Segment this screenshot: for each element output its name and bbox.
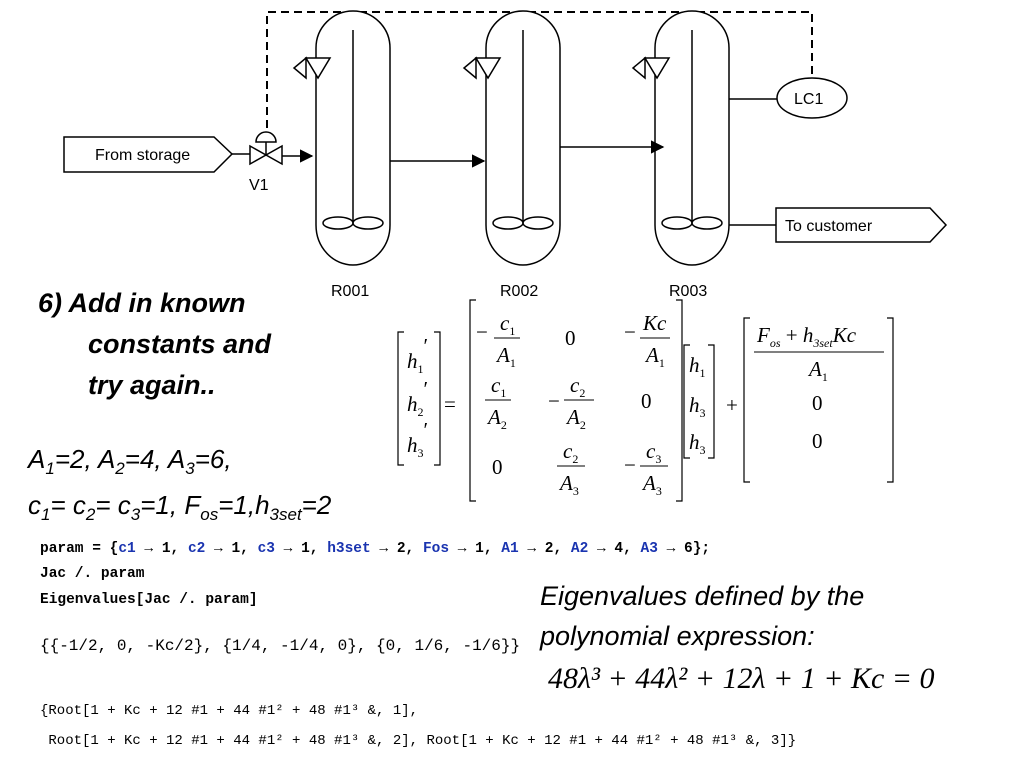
svg-text:c2: c2 (570, 373, 585, 400)
svg-text:Kc: Kc (642, 311, 667, 335)
step-line-1: 6) Add in known (38, 288, 246, 318)
state-left-bracket (683, 344, 690, 459)
lhs-h3-prime: h3′ (407, 418, 428, 460)
lhs-left-bracket (397, 331, 404, 466)
svg-text:0: 0 (812, 429, 823, 453)
root-output-line-2: Root[1 + Kc + 12 #1 + 44 #1² + 48 #1³ &,… (40, 733, 797, 749)
state-right-bracket (708, 344, 715, 459)
svg-text:c2: c2 (563, 439, 578, 466)
area-constants: A1=2, A2=4, A3=6, (28, 444, 232, 479)
code-line-param: param = {c1 → 1, c2 → 1, c3 → 1, h3set →… (40, 541, 711, 557)
reactor-r001 (292, 10, 391, 266)
reactor-r003 (631, 10, 730, 266)
svg-text:A2: A2 (486, 405, 507, 432)
level-controller-lc1 (776, 77, 848, 119)
jacobian-left-bracket (469, 299, 476, 502)
control-signal-line (266, 11, 813, 128)
step-line-3: try again.. (88, 370, 216, 400)
svg-text:A2: A2 (565, 405, 586, 432)
from-storage-tag (63, 136, 234, 173)
reactor-r002 (462, 10, 561, 266)
lhs-right-bracket (434, 331, 441, 466)
process-flow-diagram: From storage V1 R001 R002 R003 (63, 10, 948, 300)
step-instruction: 6) Add in known constants and try again.… (38, 283, 271, 406)
constants-block: A1=2, A2=4, A3=6, c1= c2= c3=1, Fos=1,h3… (28, 441, 331, 533)
svg-text:A1: A1 (807, 357, 828, 384)
svg-text:A1: A1 (495, 343, 516, 370)
valve-v1-icon (249, 131, 283, 166)
state-space-equation: h1′ h2′ h3′ = − c1 A1 0 − Kc A1 c1 A2 − … (397, 299, 894, 502)
characteristic-polynomial: 48λ³ + 44λ² + 12λ + 1 + Kc = 0 (548, 662, 935, 695)
svg-text:A3: A3 (558, 471, 579, 498)
param-c1-name: c1 (118, 541, 136, 557)
svg-text:0: 0 (641, 389, 652, 413)
svg-text:A1: A1 (644, 343, 665, 370)
reactor-label-r002: R002 (500, 283, 538, 300)
code-line-jac: Jac /. param (40, 566, 145, 582)
step-line-2: constants and (88, 329, 272, 359)
svg-text:0: 0 (492, 455, 503, 479)
svg-text:h3: h3 (689, 430, 706, 457)
eigen-line-2: polynomial expression: (540, 621, 815, 651)
forcing-right-bracket (887, 317, 894, 483)
svg-text:h1: h1 (689, 353, 706, 380)
svg-text:c1: c1 (500, 311, 515, 338)
flow-constants: c1= c2= c3=1, Fos=1,h3set=2 (28, 490, 332, 525)
svg-text:A3: A3 (641, 471, 662, 498)
svg-text:0: 0 (812, 391, 823, 415)
svg-text:h3: h3 (689, 393, 706, 420)
svg-text:−: − (624, 320, 636, 344)
forcing-left-bracket (743, 317, 750, 483)
root-output-line-1: {Root[1 + Kc + 12 #1 + 44 #1² + 48 #1³ &… (40, 703, 419, 719)
valve-label: V1 (249, 177, 269, 194)
eigenvalue-explanation: Eigenvalues defined by the polynomial ex… (540, 576, 864, 656)
svg-text:−: − (476, 320, 488, 344)
reactor-label-r003: R003 (669, 283, 707, 300)
svg-text:c1: c1 (491, 373, 506, 400)
svg-text:0: 0 (565, 326, 576, 350)
to-customer-label: To customer (785, 218, 873, 235)
lhs-h2-prime: h2′ (407, 377, 428, 419)
jacobian-output: {{-1/2, 0, -Kc/2}, {1/4, -1/4, 0}, {0, 1… (40, 637, 521, 655)
lhs-h1-prime: h1′ (407, 334, 428, 376)
jacobian-right-bracket (676, 299, 683, 502)
svg-text:−: − (548, 389, 560, 413)
reactor-label-r001: R001 (331, 283, 369, 300)
eigen-line-1: Eigenvalues defined by the (540, 581, 865, 611)
svg-text:c3: c3 (646, 439, 661, 466)
controller-label: LC1 (794, 91, 823, 108)
equals-sign: = (444, 392, 456, 416)
plus-sign: + (726, 393, 738, 417)
svg-text:−: − (624, 453, 636, 477)
to-customer-tag (775, 207, 948, 243)
code-line-eigenvalues: Eigenvalues[Jac /. param] (40, 592, 258, 608)
svg-text:Fos + h3setKc: Fos + h3setKc (756, 323, 857, 350)
from-storage-label: From storage (95, 147, 190, 164)
